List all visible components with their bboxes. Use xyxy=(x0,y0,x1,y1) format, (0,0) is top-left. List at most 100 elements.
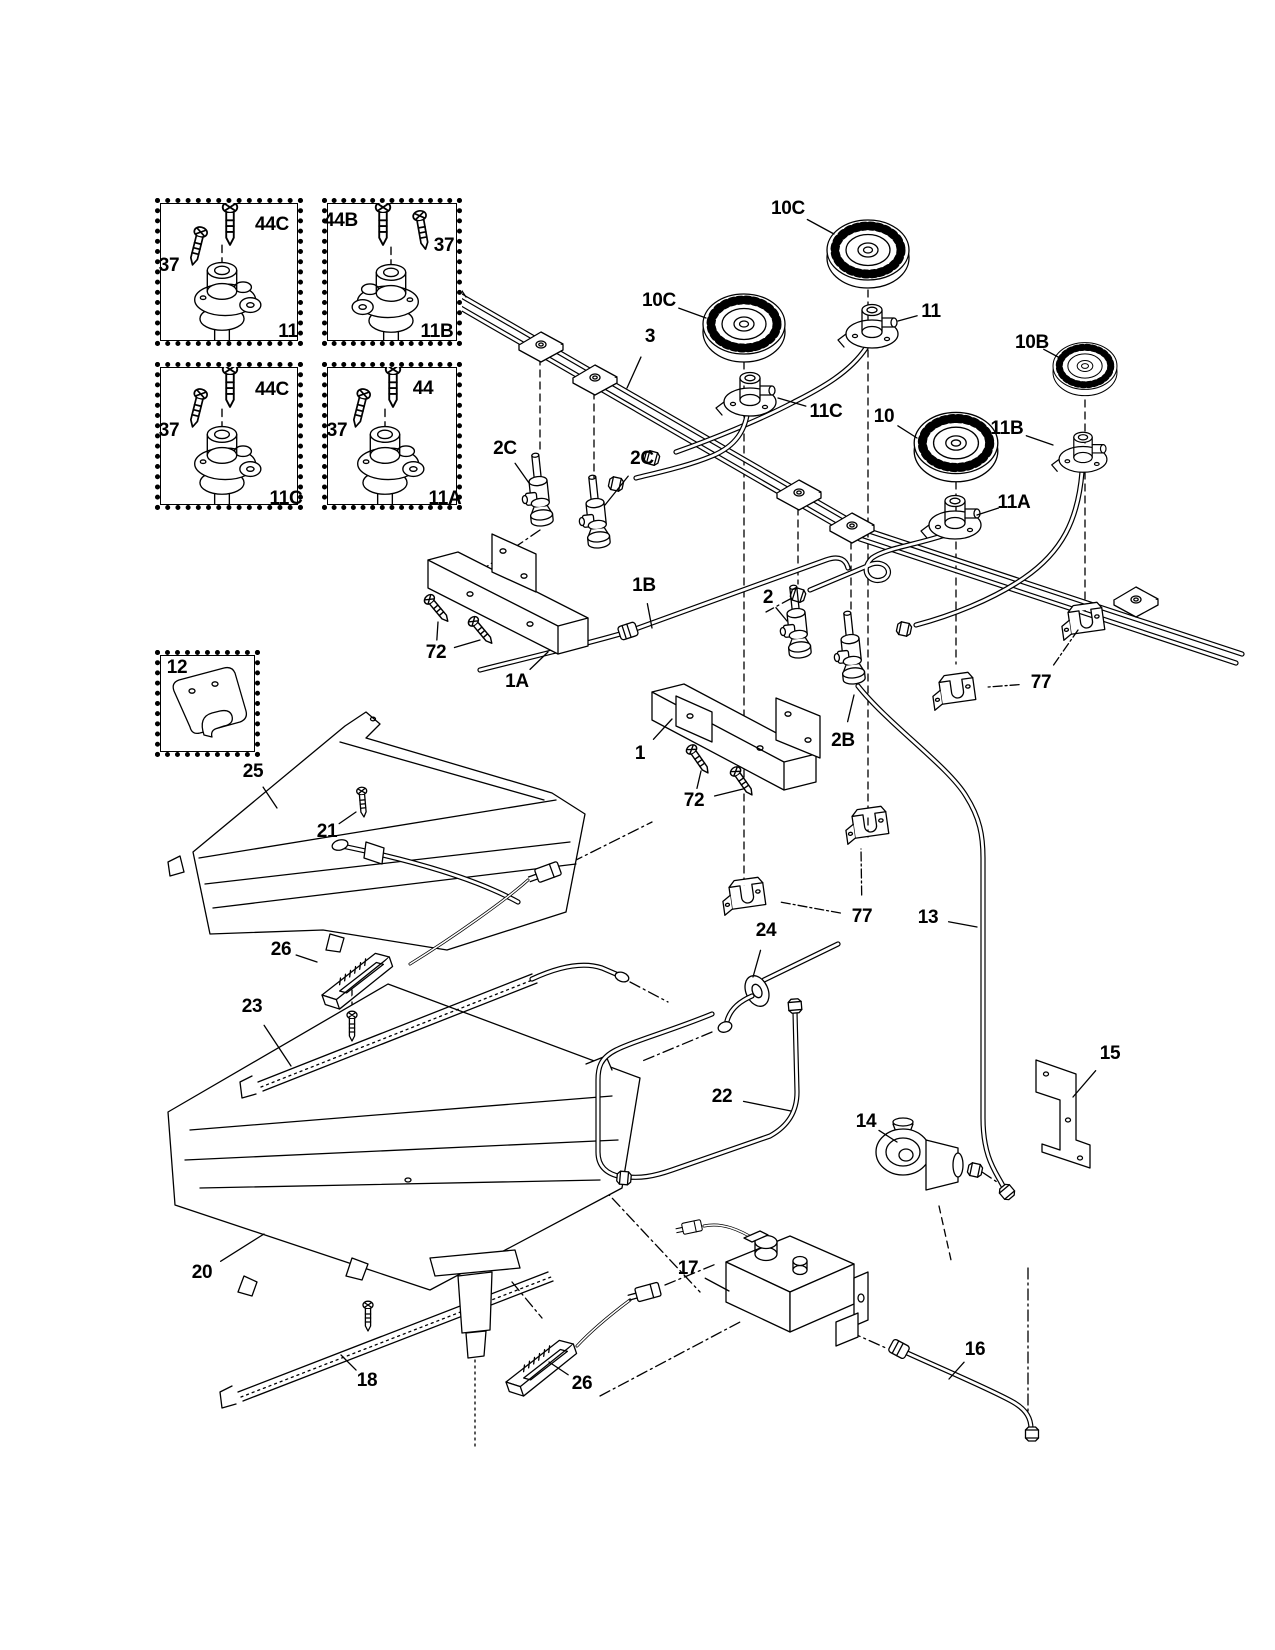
gas-pipe-22 xyxy=(595,1009,800,1180)
orifice-holder-plate xyxy=(829,512,875,544)
leader-line xyxy=(742,1100,792,1112)
callout-20-42: 20 xyxy=(191,1262,213,1283)
callout-12-12: 12 xyxy=(166,657,188,678)
spark-electrode-rail-23 xyxy=(239,962,630,1099)
inset-box-shim-12 xyxy=(155,650,260,757)
callout-44c-6: 44C xyxy=(255,379,289,400)
callout-26-45: 26 xyxy=(571,1373,593,1394)
callout-18-44: 18 xyxy=(356,1370,378,1391)
leader-line xyxy=(976,507,1000,516)
orifice-holder-plate xyxy=(572,364,618,396)
callout-24-36: 24 xyxy=(755,920,777,941)
callout-77-34: 77 xyxy=(851,906,873,927)
callout-13-37: 13 xyxy=(917,907,939,928)
leader-line xyxy=(752,949,762,978)
callout-72-26: 72 xyxy=(425,642,447,663)
support-bracket-15 xyxy=(1035,1059,1091,1169)
leader-line xyxy=(860,848,863,896)
inset-box-burner-base-11 xyxy=(155,198,303,346)
orifice-fitting xyxy=(895,620,913,638)
callout-10c-13: 10C xyxy=(771,198,805,219)
callout-11a-11: 11A xyxy=(428,488,462,509)
leader-line xyxy=(263,1024,292,1067)
burner-tube-11c xyxy=(633,405,751,481)
leader-line xyxy=(453,639,481,649)
manifold-support-bar-1a xyxy=(427,533,589,655)
leader-line xyxy=(1052,629,1079,666)
leader-line xyxy=(775,607,788,622)
burner-tube-11a xyxy=(807,531,951,593)
orifice-holder-plate xyxy=(518,331,564,363)
callout-37-7: 37 xyxy=(158,420,180,441)
burner-tube-21-clamp-area xyxy=(331,839,521,905)
pipe-fitting xyxy=(615,1170,633,1186)
heat-shield-25 xyxy=(167,711,586,953)
leader-line xyxy=(646,602,653,629)
callout-3-17: 3 xyxy=(644,326,656,347)
pipe-fitting xyxy=(966,1161,984,1179)
callout-1-29: 1 xyxy=(634,743,646,764)
leader-line xyxy=(897,315,918,322)
oven-igniter-assembly xyxy=(429,1249,521,1359)
leader-line xyxy=(262,786,278,809)
leader-line xyxy=(713,788,744,797)
callout-11b-20: 11B xyxy=(990,418,1024,439)
surface-burner-head-10c xyxy=(827,220,909,288)
callout-11c-8: 11C xyxy=(269,488,303,509)
burner-tube-11b xyxy=(913,469,1085,628)
callout-14-41: 14 xyxy=(855,1111,877,1132)
union-fitting xyxy=(616,620,640,642)
callout-1b-24: 1B xyxy=(632,575,656,596)
leader-line xyxy=(777,397,807,407)
callout-11-15: 11 xyxy=(921,301,941,322)
manifold-support-bar-1 xyxy=(651,683,821,791)
callout-26-35: 26 xyxy=(270,939,292,960)
leader-line xyxy=(1072,1070,1097,1098)
burner-base-11a xyxy=(920,494,982,540)
leader-line xyxy=(1043,348,1061,359)
inset-box-burner-base-11c xyxy=(155,362,303,510)
burner-valve-2b xyxy=(829,609,867,687)
callout-37-4: 37 xyxy=(433,235,455,256)
callout-37-1: 37 xyxy=(158,255,180,276)
leader-line xyxy=(846,694,855,723)
callout-23-38: 23 xyxy=(241,996,263,1017)
pipe-fitting xyxy=(787,997,803,1015)
callout-2c-21: 2C xyxy=(493,438,517,459)
union-fitting xyxy=(887,1337,911,1361)
callout-17-43: 17 xyxy=(677,1258,699,1279)
mounting-bracket-77 xyxy=(842,805,891,845)
pipe-fitting xyxy=(1024,1426,1040,1442)
leader-line xyxy=(436,621,439,641)
burner-base-11 xyxy=(837,303,899,349)
leader-line xyxy=(340,1354,357,1371)
callout-10b-16: 10B xyxy=(1015,332,1049,353)
callout-16-46: 16 xyxy=(964,1339,986,1360)
burner-valve-2c xyxy=(517,451,555,529)
callout-21-33: 21 xyxy=(316,821,338,842)
leader-line xyxy=(604,475,629,506)
spark-electrode-rail-18 xyxy=(219,1271,554,1409)
leader-line xyxy=(652,718,673,740)
mounting-bracket-77 xyxy=(929,671,978,711)
leader-line xyxy=(948,1361,965,1380)
burner-base-11b xyxy=(1051,431,1108,473)
routing-reference-lines xyxy=(469,529,1029,1413)
leader-line xyxy=(696,770,702,790)
orifice-elbow-24 xyxy=(717,941,841,1033)
leader-line xyxy=(1025,435,1054,446)
surface-burner-head-10b xyxy=(1053,343,1117,396)
callout-10-19: 10 xyxy=(873,406,895,427)
surface-burner-head-10 xyxy=(914,412,998,481)
callout-10c-14: 10C xyxy=(642,290,676,311)
callout-2c-22: 2C xyxy=(630,448,654,469)
leader-line xyxy=(779,901,842,914)
callout-44-9: 44 xyxy=(412,378,434,399)
callout-2-25: 2 xyxy=(762,587,774,608)
wire-connector xyxy=(626,1281,663,1305)
callout-11b-5: 11B xyxy=(420,321,454,342)
leader-line xyxy=(704,1277,730,1292)
surface-burner-head-10c xyxy=(703,294,785,362)
callout-11c-18: 11C xyxy=(809,401,843,422)
